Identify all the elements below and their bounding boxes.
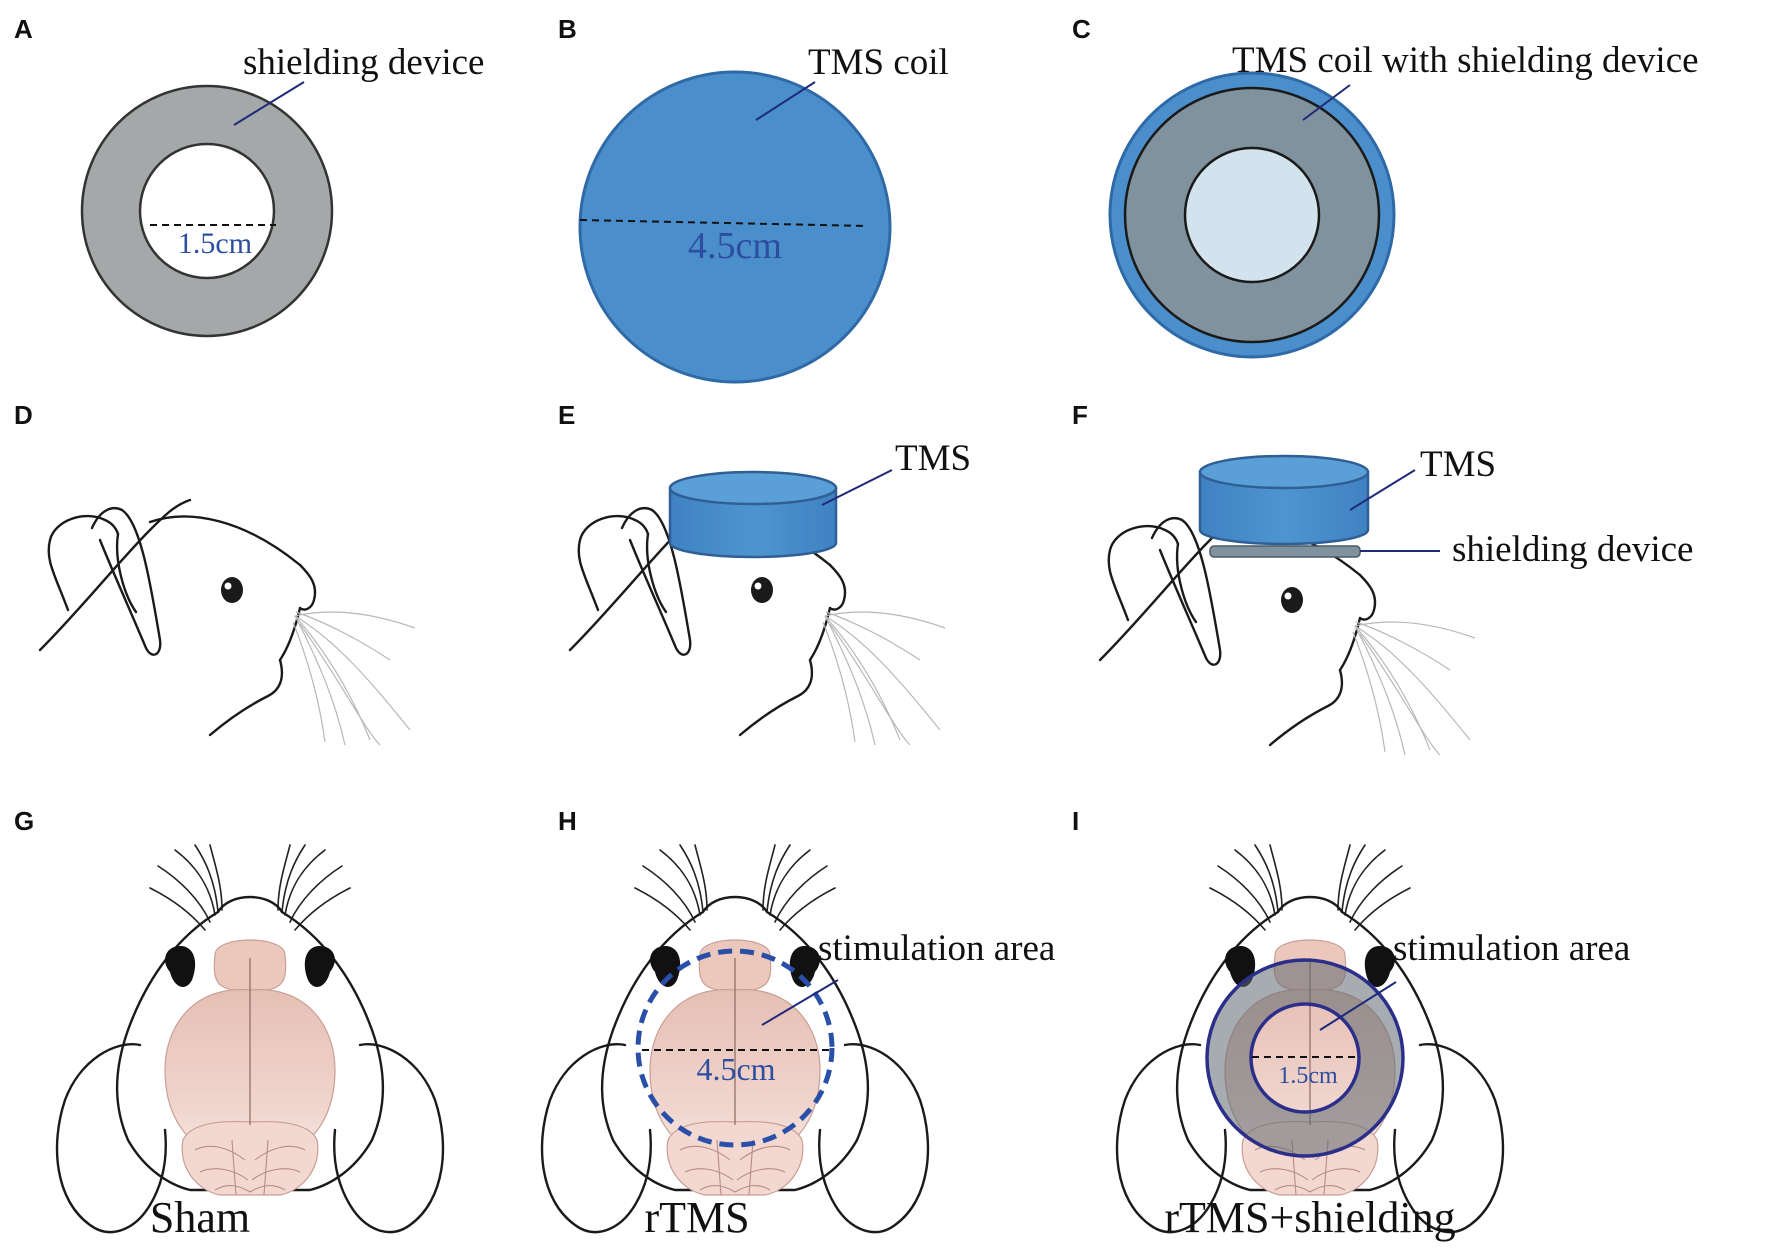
panel-a-dimension: 1.5cm bbox=[178, 227, 252, 260]
panel-c-leader bbox=[1302, 84, 1351, 121]
coil-with-shield bbox=[1108, 71, 1396, 359]
panel-i-letter: I bbox=[1072, 806, 1079, 836]
panel-a-callout: shielding device bbox=[243, 42, 484, 83]
panel-h-callout: stimulation area bbox=[818, 928, 1055, 969]
panel-e-letter: E bbox=[558, 400, 575, 430]
tms-coil-cylinder-e bbox=[668, 470, 838, 559]
panel-b-dimension: 4.5cm bbox=[688, 225, 782, 267]
panel-i-dimension: 1.5cm bbox=[1278, 1063, 1338, 1089]
panel-e-leader bbox=[821, 469, 893, 506]
panel-h-letter: H bbox=[558, 806, 577, 836]
panel-b-leader bbox=[755, 81, 816, 121]
panel-c-callout: TMS coil with shielding device bbox=[1232, 40, 1699, 81]
panel-f-shield-callout: shielding device bbox=[1452, 529, 1693, 570]
panel-i-callout: stimulation area bbox=[1393, 928, 1630, 969]
panel-g-caption: Sham bbox=[150, 1193, 250, 1242]
panel-g-letter: G bbox=[14, 806, 34, 836]
panel-a-letter: A bbox=[14, 14, 33, 44]
panel-f-letter: F bbox=[1072, 400, 1088, 430]
mouse-side-view-d bbox=[38, 498, 417, 747]
panel-f-tms-callout: TMS bbox=[1420, 444, 1496, 485]
panel-i-caption: rTMS+shielding bbox=[1164, 1193, 1455, 1242]
panel-i-leader bbox=[1319, 981, 1397, 1031]
panel-d-letter: D bbox=[14, 400, 33, 430]
panel-h-caption: rTMS bbox=[644, 1193, 749, 1242]
panel-c-letter: C bbox=[1072, 14, 1091, 44]
panel-f-tms-leader bbox=[1349, 469, 1416, 511]
panel-e-callout: TMS bbox=[895, 438, 971, 479]
panel-h-dimension: 4.5cm bbox=[696, 1051, 775, 1087]
panel-b-letter: B bbox=[558, 14, 577, 44]
shielding-ring bbox=[80, 84, 334, 338]
panel-a-leader bbox=[233, 81, 305, 126]
panel-h-leader bbox=[761, 979, 839, 1026]
panel-b-callout: TMS coil bbox=[808, 42, 949, 83]
tms-coil-cylinder-f bbox=[1198, 454, 1370, 546]
tms-coil-disc bbox=[578, 70, 892, 384]
stimulation-area-dashed-circle bbox=[635, 948, 835, 1148]
shielding-plate-f bbox=[1209, 545, 1361, 558]
